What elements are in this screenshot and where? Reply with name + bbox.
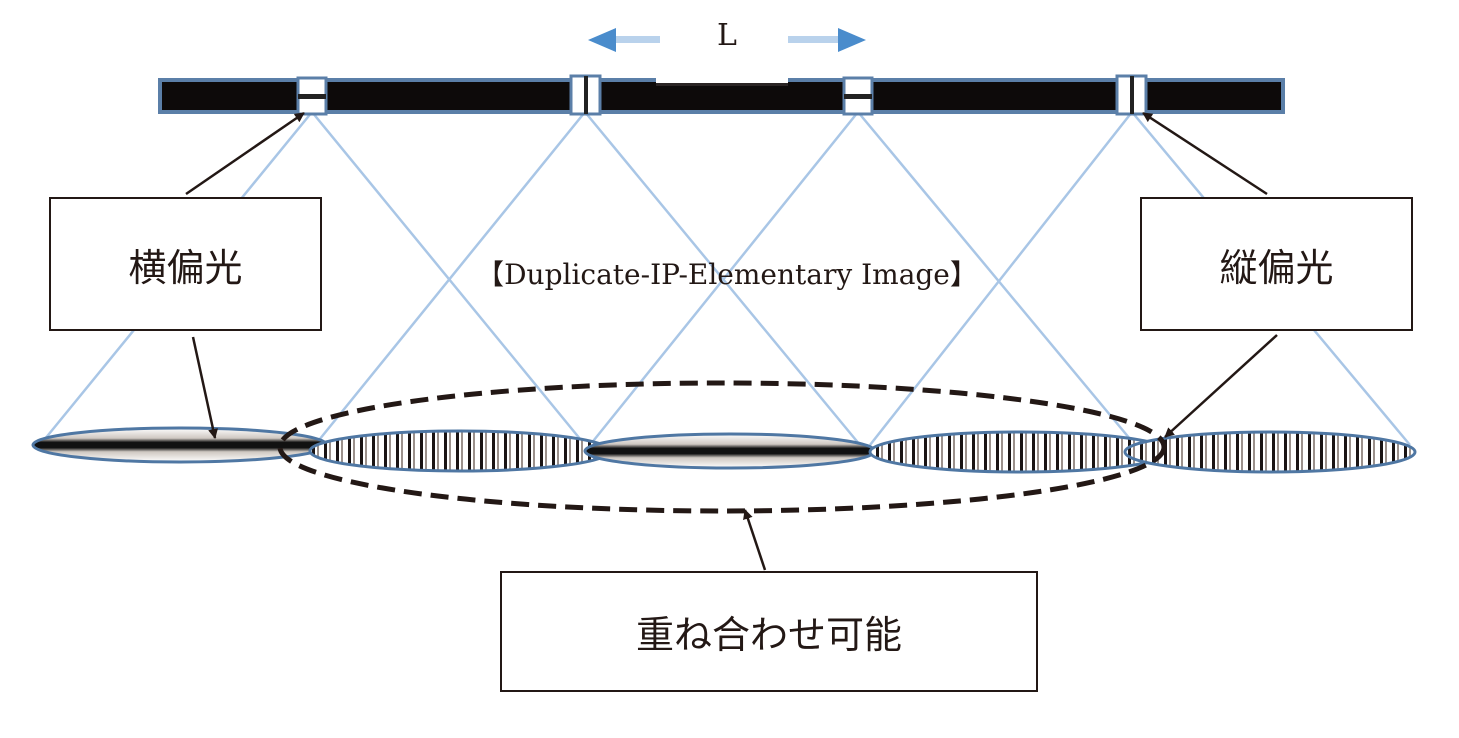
right-arrow-icon <box>788 28 866 52</box>
light-rays <box>39 111 1411 446</box>
arrow-to-vertical-aperture <box>1142 111 1268 196</box>
vertical-image-3 <box>1123 430 1417 474</box>
center-title: 【Duplicate-IP-Elementary Image】 <box>476 258 978 291</box>
vertical-image-1 <box>308 429 612 473</box>
superposition-box: 重ね合わせ可能 <box>500 571 1038 692</box>
aperture-vertical-2 <box>1115 74 1148 116</box>
arrow-to-overlap <box>743 509 767 571</box>
aperture-horizontal-2 <box>842 76 874 116</box>
overlap-region <box>277 380 1167 514</box>
arrow-to-vertical-image <box>1164 334 1278 438</box>
horizontal-polarization-label: 横偏光 <box>128 245 243 290</box>
superposition-label: 重ね合わせ可能 <box>635 613 902 657</box>
pointer-arrows <box>185 111 1278 571</box>
aperture-horizontal-1 <box>296 76 328 116</box>
display-panel <box>158 74 1285 116</box>
aperture-vertical-1 <box>569 74 602 116</box>
vertical-polarization-label: 縦偏光 <box>1219 245 1334 290</box>
vertical-polarization-box: 縦偏光 <box>1140 197 1413 331</box>
elemental-images <box>31 426 1417 474</box>
horizontal-polarization-box: 横偏光 <box>49 197 322 331</box>
distance-label: L <box>717 18 737 53</box>
left-arrow-icon <box>588 28 660 52</box>
distance-arrows <box>588 28 866 52</box>
arrow-to-horizontal-image <box>191 336 218 439</box>
horizontal-image-2 <box>583 432 877 470</box>
arrow-to-horizontal-aperture <box>185 111 305 196</box>
